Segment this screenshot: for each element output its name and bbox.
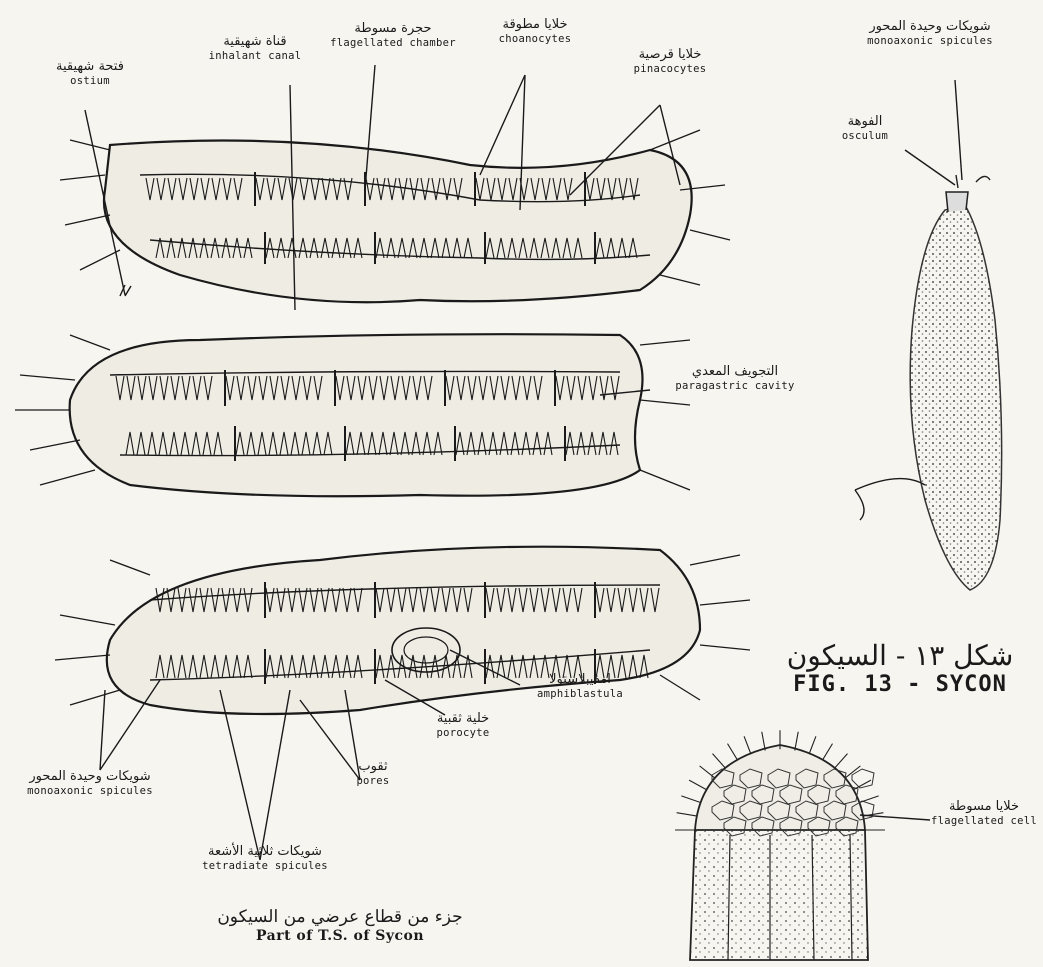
spicule-mark — [60, 615, 115, 625]
spicule-mark — [30, 440, 80, 450]
label-flagellated-cell: خلايا مسوطة flagellated cell — [928, 800, 1040, 827]
spicule-mark — [660, 275, 700, 285]
label-amphiblastula: امفيبلاستولا amphiblastula — [520, 673, 640, 700]
spicule-mark — [110, 560, 150, 575]
tetradiate-ar: شويكات ثلاثية الأشعة — [180, 845, 350, 860]
caption-en: Part of T.S. of Sycon — [190, 928, 490, 944]
amphiblastula-en: amphiblastula — [520, 688, 640, 700]
flagellated-chamber-en: flagellated chamber — [318, 37, 468, 49]
label-monoaxonic-spicules-left: شويكات وحيدة المحور monoaxonic spicules — [5, 770, 175, 797]
label-flagellated-chamber: حجرة مسوطة flagellated chamber — [318, 22, 468, 49]
flagellated-cell-en: flagellated cell — [928, 815, 1040, 827]
spicule-mark — [700, 600, 750, 605]
pores-ar: ثقوب — [338, 760, 408, 775]
larva-cell — [852, 769, 874, 788]
pinacocytes-ar: خلايا قرصية — [615, 48, 725, 63]
amphiblastula-larva-drawing — [675, 730, 885, 960]
spicule-mark — [640, 400, 690, 405]
inhalant-canal-ar: قناة شهيقية — [200, 35, 310, 50]
larva-flagellum — [677, 813, 697, 816]
paragastric-cavity-ar: التجويف المعدي — [655, 365, 815, 380]
osculum-ar: الفوهة — [820, 115, 910, 130]
tetradiate-en: tetradiate spicules — [180, 860, 350, 872]
label-monoaxonic-spicules-right: شويكات وحيدة المحور monoaxonic spicules — [850, 20, 1010, 47]
label-paragastric-cavity: التجويف المعدي paragastric cavity — [655, 365, 815, 392]
spicule-mark — [70, 335, 110, 350]
spicule-mark — [690, 230, 730, 240]
osculum-en: osculum — [820, 130, 910, 142]
pinacocytes-en: pinacocytes — [615, 63, 725, 75]
spicule-mark — [70, 140, 110, 150]
monoaxonic-right-ar: شويكات وحيدة المحور — [850, 20, 1010, 35]
choanocytes-ar: خلايا مطوقة — [480, 18, 590, 33]
spicule-mark — [60, 175, 105, 180]
paragastric-cavity-en: paragastric cavity — [655, 380, 815, 392]
monoaxonic-right-en: monoaxonic spicules — [850, 35, 1010, 47]
label-tetradiate-spicules: شويكات ثلاثية الأشعة tetradiate spicules — [180, 845, 350, 872]
spicule-mark — [690, 555, 740, 565]
flagellated-cell-ar: خلايا مسوطة — [928, 800, 1040, 815]
label-pinacocytes: خلايا قرصية pinacocytes — [615, 48, 725, 75]
spicule-mark — [650, 130, 700, 150]
larva-flagellum — [744, 736, 751, 754]
flagellated-chamber-ar: حجرة مسوطة — [318, 22, 468, 37]
larva-flagellum — [713, 754, 726, 769]
larva-flagellum — [762, 732, 765, 751]
amphiblastula-ar: امفيبلاستولا — [520, 673, 640, 688]
label-porocyte: خلية ثقبية porocyte — [418, 712, 508, 739]
figure-title-ar: شكل ١٣ - السيكون — [770, 640, 1030, 672]
larva-flagellum — [823, 744, 833, 760]
figure-title-en: FIG. 13 - SYCON — [770, 672, 1030, 697]
radial-tube-top — [104, 141, 692, 303]
label-osculum: الفوهة osculum — [820, 115, 910, 142]
inhalant-canal-en: inhalant canal — [200, 50, 310, 62]
caption-ar: جزء من قطاع عرضي من السيكون — [190, 908, 490, 928]
larva-flagellum — [809, 736, 816, 754]
label-pores: ثقوب pores — [338, 760, 408, 787]
larva-flagellum — [700, 766, 715, 778]
spicule-mark — [640, 340, 690, 345]
figure-caption: جزء من قطاع عرضي من السيكون Part of T.S.… — [190, 908, 490, 944]
pores-en: pores — [338, 775, 408, 787]
spicule-mark — [70, 690, 120, 705]
ostium-ar: فتحة شهيقية — [40, 60, 140, 75]
radial-tube-middle — [70, 334, 643, 496]
label-choanocytes: خلايا مطوقة choanocytes — [480, 18, 590, 45]
spicule-mark — [700, 645, 750, 650]
larva-flagellum — [681, 796, 700, 802]
spicule-mark — [640, 470, 690, 490]
monoaxonic-left-ar: شويكات وحيدة المحور — [5, 770, 175, 785]
figure-title: شكل ١٣ - السيكون FIG. 13 - SYCON — [770, 640, 1030, 697]
sycon-whole-body — [910, 175, 1001, 590]
porocyte-ar: خلية ثقبية — [418, 712, 508, 727]
spicule-mark — [65, 215, 110, 225]
larva-flagellum — [845, 766, 860, 778]
label-inhalant-canal: قناة شهيقية inhalant canal — [200, 35, 310, 62]
larva-flagellum — [860, 796, 879, 802]
larva-flagellum — [689, 780, 706, 790]
choanocytes-en: choanocytes — [480, 33, 590, 45]
label-ostium: فتحة شهيقية ostium — [40, 60, 140, 87]
spicule-mark — [80, 250, 120, 270]
spicule-mark — [660, 675, 700, 700]
spicule-mark — [55, 655, 110, 660]
ostium-en: ostium — [40, 75, 140, 87]
spicule-mark — [40, 470, 95, 485]
larva-flagellum — [795, 732, 798, 751]
spicule-mark — [20, 375, 75, 380]
larva-flagellum — [728, 744, 738, 760]
porocyte-en: porocyte — [418, 727, 508, 739]
larva-flagellum — [835, 754, 848, 769]
monoaxonic-left-en: monoaxonic spicules — [5, 785, 175, 797]
